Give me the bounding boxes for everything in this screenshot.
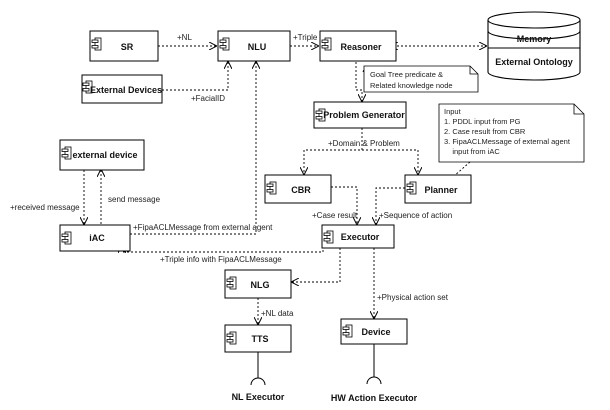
conn-executor-iac [122, 238, 324, 252]
component-sr: SR [89, 30, 159, 62]
component-cbr: CBR [264, 174, 332, 204]
component-label-planner: Planner [424, 185, 458, 195]
component-label-nlu: NLU [248, 42, 267, 52]
component-label-iac: iAC [89, 233, 105, 243]
conn-reasoner-pg [355, 62, 362, 101]
required-interfaces [250, 344, 382, 386]
note-input-line-1: Input [444, 107, 462, 116]
component-label-external-device: external device [72, 150, 137, 160]
component-nlu: NLU [217, 30, 291, 62]
component-label-tts: TTS [252, 334, 269, 344]
component-device: Device [340, 318, 408, 345]
component-label-executor: Executor [341, 232, 380, 242]
conn-executor-nlg [292, 248, 341, 282]
component-label-cbr: CBR [291, 185, 311, 195]
component-label-problem-generator: Problem Generator [323, 110, 405, 120]
label-nl: +NL [177, 33, 192, 42]
note-input-line-3: 2. Case result from CBR [444, 127, 526, 136]
label-triple: +Triple [293, 33, 318, 42]
conn-extdevices-nlu [162, 62, 228, 91]
label-triple-info: +Triple info with FipaACLMessage [160, 255, 282, 264]
database-memory-ontology: Memory External Ontology [487, 11, 581, 81]
component-nlg: NLG [224, 269, 292, 299]
conn-planner-executor [376, 187, 405, 224]
note-input-line-2: 1. PDDL input from PG [444, 117, 521, 126]
component-executor: Executor [321, 224, 395, 249]
label-nl-executor: NL Executor [232, 392, 285, 402]
conn-iac-nlu [130, 62, 256, 235]
note-reasoner-line-2: Related knowledge node [370, 81, 453, 90]
note-reasoner-line-1: Goal Tree predicate & [370, 70, 443, 79]
component-label-nlg: NLG [251, 280, 270, 290]
label-fipa-from-external: +FipaACLMessage from external agent [133, 223, 273, 232]
component-external-device: external device [59, 139, 145, 171]
component-iac: iAC [59, 224, 131, 252]
component-label-device: Device [361, 327, 390, 337]
component-tts: TTS [224, 324, 292, 353]
database-label-external-ontology: External Ontology [495, 57, 573, 67]
note-reasoner: Goal Tree predicate & Related knowledge … [363, 65, 479, 93]
note-input-line-4: 3. FipaACLMessage of external agent [444, 137, 571, 146]
component-reasoner: Reasoner [319, 30, 397, 62]
label-physical-action-set: +Physical action set [377, 293, 449, 302]
component-label-external-devices: External Devices [90, 85, 162, 95]
conn-pg-planner [362, 149, 418, 174]
label-case-result: +Case result [312, 211, 358, 220]
label-facial-id: +FacialID [191, 94, 225, 103]
label-received-message: +received message [10, 203, 80, 212]
component-problem-generator: Problem Generator [313, 101, 407, 129]
hw-executor-socket-icon [366, 376, 382, 385]
component-label-reasoner: Reasoner [340, 42, 382, 52]
label-hw-action-executor: HW Action Executor [331, 393, 418, 403]
conn-pg-cbr [304, 128, 363, 174]
note-input-line-5: input from iAC [444, 147, 500, 156]
label-sequence-of-action: +Sequence of action [379, 211, 452, 220]
database-label-memory: Memory [517, 34, 552, 44]
component-planner: Planner [404, 174, 472, 204]
component-external-devices: External Devices [81, 74, 163, 104]
conn-cbr-executor [331, 186, 357, 224]
label-send-message: send message [108, 195, 161, 204]
note-input: Input 1. PDDL input from PG 2. Case resu… [438, 103, 585, 163]
nl-executor-socket-icon [250, 377, 266, 386]
component-label-sr: SR [121, 42, 134, 52]
label-nl-data: +NL data [261, 309, 294, 318]
note-anchor-input [453, 161, 471, 177]
label-domain-problem: +Domain & Problem [328, 139, 400, 148]
